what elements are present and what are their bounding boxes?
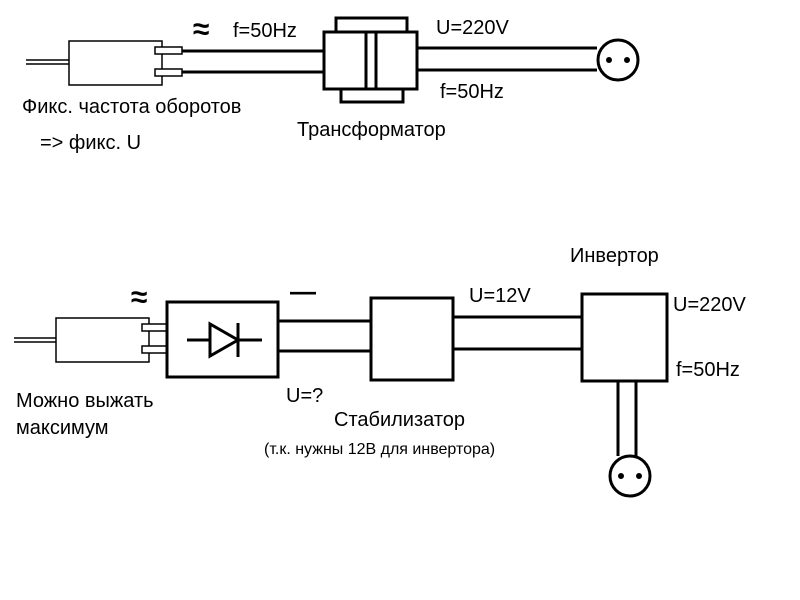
bottom-wire-inverter-socket [616, 381, 638, 456]
dc-symbol: — [290, 276, 316, 306]
top-wire-transformer-socket [417, 46, 597, 72]
transformer-label: Трансформатор [297, 119, 446, 141]
top-generator-box [68, 40, 163, 86]
bottom-wire-rectifier-stabilizer [278, 319, 371, 353]
rectifier-voltage-label: U=? [286, 385, 323, 407]
bottom-chain: ≈ — Можно выжать максимум U=? Стабилизат… [14, 245, 746, 498]
inverter-voltage-label: U=220V [673, 294, 746, 316]
top-socket-icon [596, 38, 640, 82]
top-ac-symbol: ≈ [193, 13, 209, 46]
top-generator-caption-line1: Фикс. частота оборотов [22, 96, 241, 118]
top-generator-shaft [26, 59, 69, 65]
bottom-generator-shaft [14, 337, 56, 343]
transformer-symbol [322, 16, 419, 104]
top-frequency-label: f=50Hz [233, 20, 297, 42]
top-generator-terminal-lower [154, 68, 183, 77]
stabilizer-note: (т.к. нужны 12В для инвертора) [264, 441, 495, 458]
top-generator-caption-line2: => фикс. U [40, 132, 141, 154]
bottom-wire-stabilizer-inverter [453, 315, 582, 351]
top-voltage-label: U=220V [436, 17, 509, 39]
inverter-frequency-label: f=50Hz [676, 359, 740, 381]
bottom-generator-box [55, 317, 150, 363]
bottom-generator-caption-line1: Можно выжать [16, 390, 154, 412]
bottom-generator-terminal-upper [141, 323, 170, 332]
inverter-label: Инвертор [570, 245, 659, 267]
top-wire-generator-transformer [182, 49, 324, 74]
top-chain: ≈ f=50Hz U=220V f=50Hz Фикс. частота обо… [22, 13, 640, 154]
inverter-box [580, 292, 669, 383]
bottom-generator-terminal-lower [141, 345, 170, 354]
stabilizer-label: Стабилизатор [334, 409, 465, 431]
diode-icon [187, 321, 262, 359]
bottom-socket-icon [608, 454, 652, 498]
bottom-ac-symbol: ≈ [131, 281, 147, 314]
bottom-generator-caption-line2: максимум [16, 417, 109, 439]
stabilizer-box [369, 296, 455, 382]
top-generator-terminal-upper [154, 46, 183, 55]
top-frequency-label-output: f=50Hz [440, 81, 504, 103]
stabilized-voltage-label: U=12V [469, 285, 531, 307]
